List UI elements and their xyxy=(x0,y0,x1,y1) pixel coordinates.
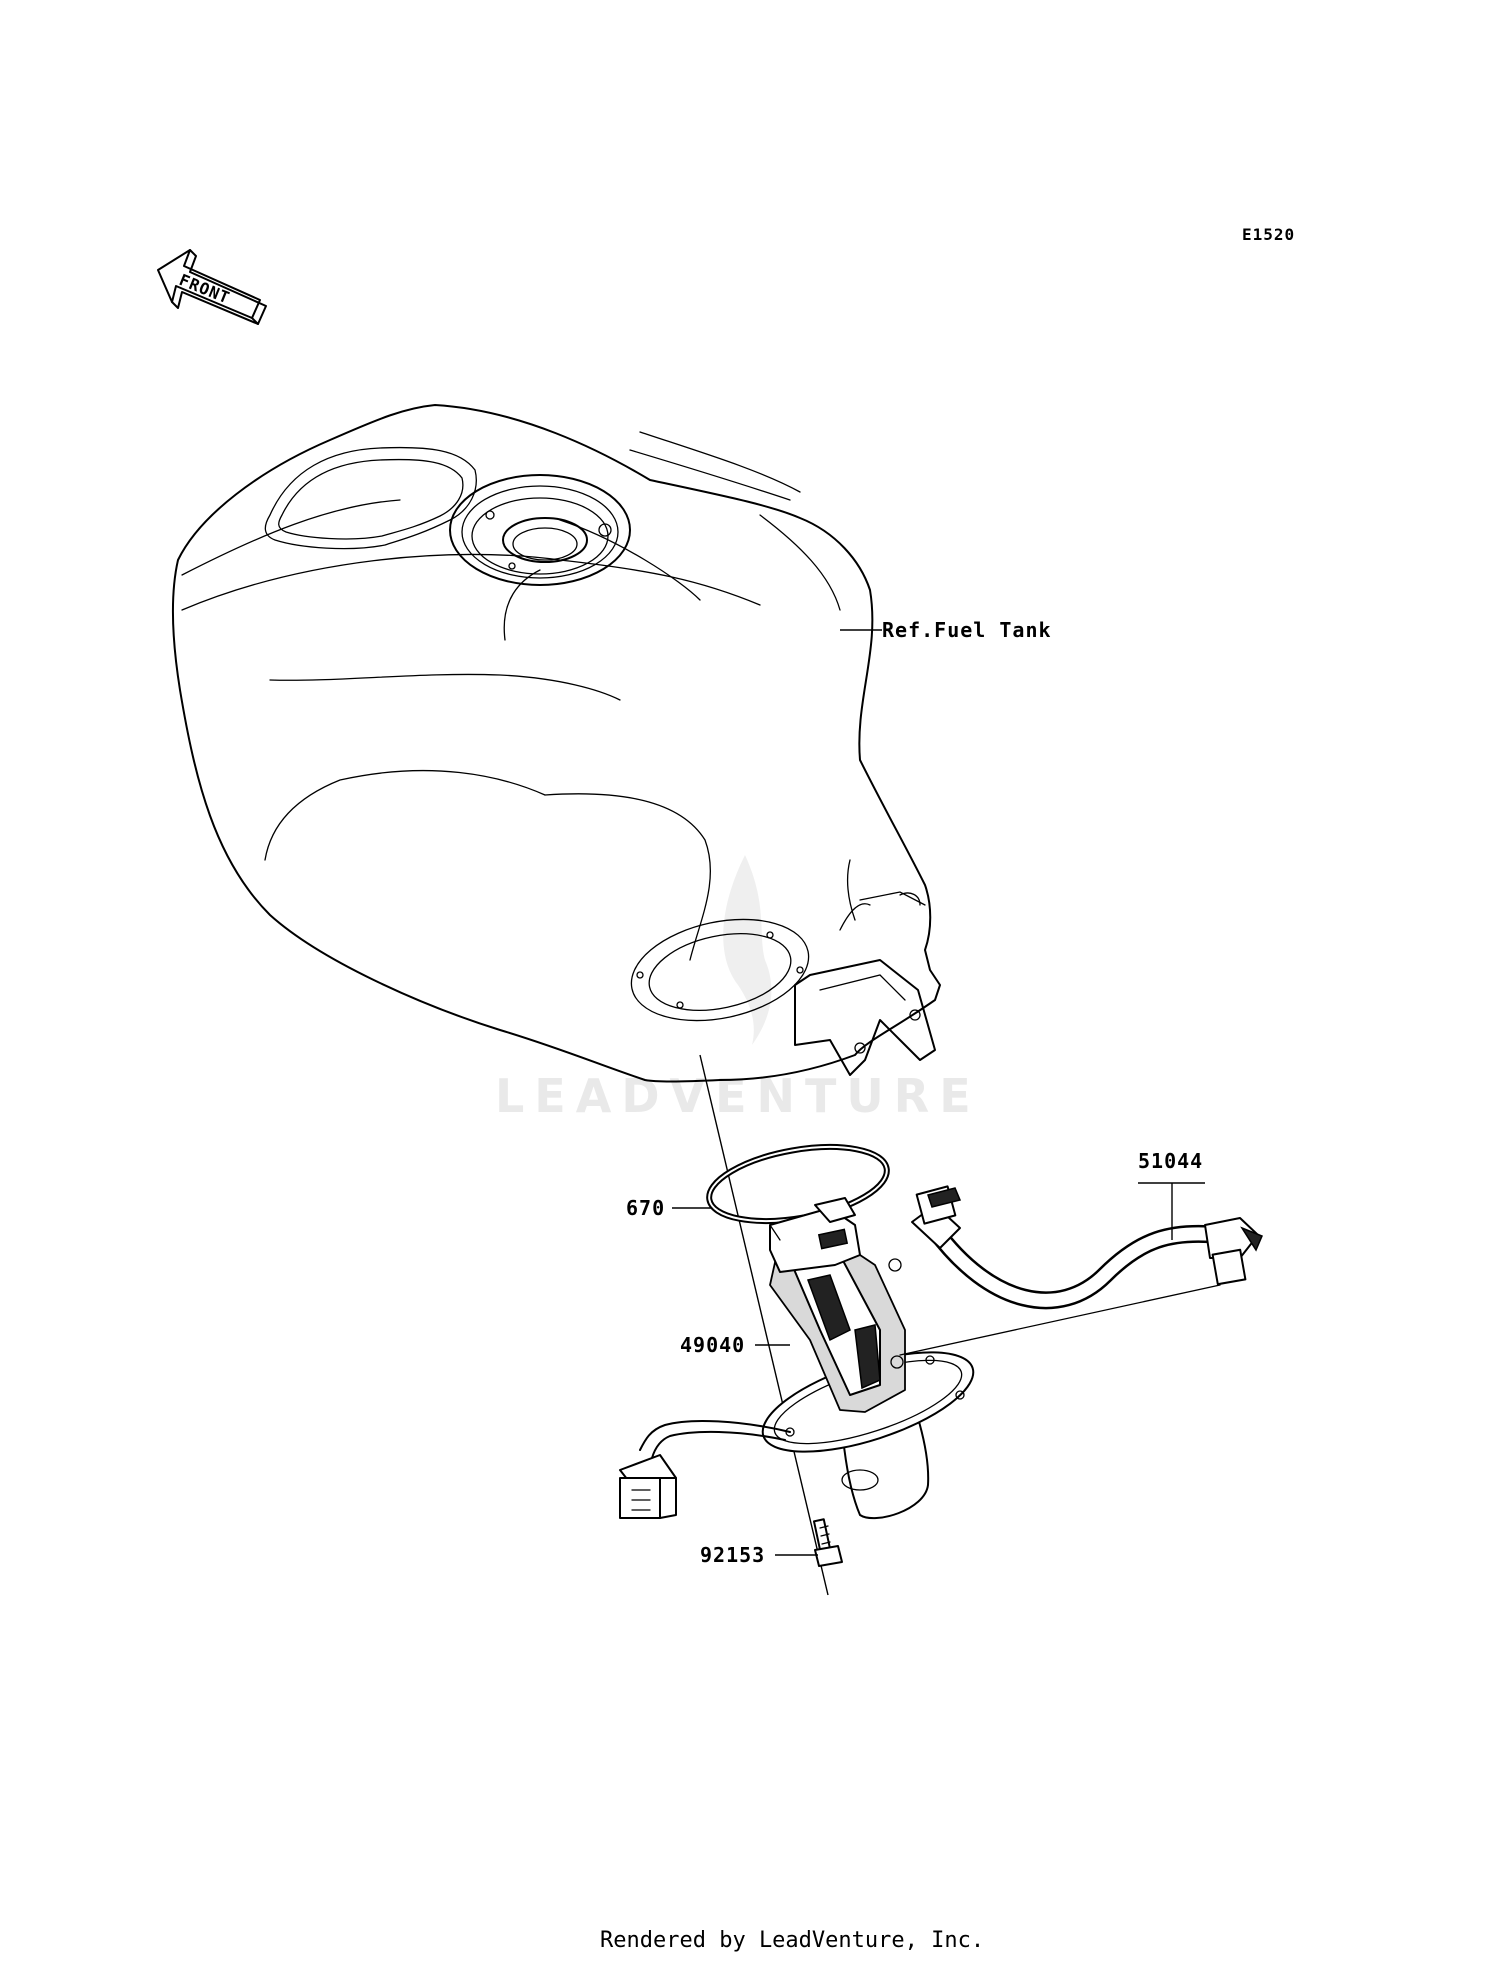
label-bolt: 92153 xyxy=(700,1543,765,1567)
footer-credit: Rendered by LeadVenture, Inc. xyxy=(600,1928,984,1953)
assembly-axis-line xyxy=(699,1054,829,1596)
bolt xyxy=(812,1518,843,1567)
fuel-pump xyxy=(619,1197,1221,1520)
label-fuel-pump: 49040 xyxy=(680,1333,745,1357)
label-o-ring: 670 xyxy=(626,1196,665,1220)
fuel-tank xyxy=(171,404,941,1083)
watermark: LEADVENTURE xyxy=(495,855,981,1123)
diagram-code: E1520 xyxy=(1242,225,1295,244)
front-arrow-icon: FRONT xyxy=(157,249,267,325)
watermark-text: LEADVENTURE xyxy=(495,1069,981,1123)
fuel-hose xyxy=(911,1185,1263,1310)
label-hose: 51044 xyxy=(1138,1149,1203,1173)
label-fuel-tank: Ref.Fuel Tank xyxy=(882,618,1052,642)
